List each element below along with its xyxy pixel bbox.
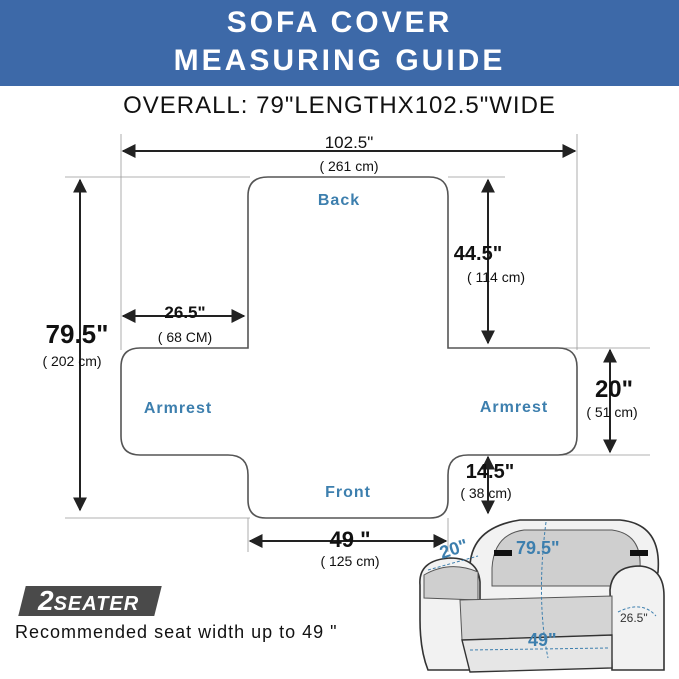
seater-number: 2 [38,585,54,616]
length-label: 79.5" [46,319,109,349]
illustration-back-label: 79.5" [516,538,560,558]
arm-depth-label: 20" [595,376,633,403]
front-region-label: Front [325,484,371,501]
front-depth-cm-label: ( 38 cm) [460,485,511,501]
header-banner: SOFA COVER MEASURING GUIDE [0,0,679,86]
header-title-line2: MEASURING GUIDE [173,44,506,77]
overall-dimensions: OVERALL: 79"LENGTHX102.5"WIDE [123,92,556,119]
length-cm-label: ( 202 cm) [42,353,101,369]
back-depth-label: 44.5" [454,243,502,265]
back-region-label: Back [318,192,360,209]
illustration-arm-label: 20" [437,535,470,563]
recommendation-text: Recommended seat width up to 49 " [15,622,338,642]
seater-word: SEATER [53,593,140,615]
arm-width-cm-label: ( 68 CM) [158,329,212,345]
arm-depth-cm-label: ( 51 cm) [586,404,637,420]
illustration-seat-label: 49" [528,630,557,650]
seater-badge-text: 2SEATER [38,586,139,621]
left-armrest-label: Armrest [144,400,212,417]
header-title-line1: SOFA COVER [226,6,453,39]
back-depth-cm-label: ( 114 cm) [467,269,525,285]
front-depth-label: 14.5" [466,461,514,483]
seat-width-label: 49 " [329,527,370,552]
cover-outline [120,176,578,519]
seat-width-cm-label: ( 125 cm) [320,553,379,569]
right-armrest-label: Armrest [480,399,548,416]
arm-width-label: 26.5" [164,303,205,322]
sofa-illustration: 20" 79.5" 49" 26.5" [419,519,665,673]
width-label: 102.5" [325,133,374,152]
illustration-side-label: 26.5" [620,611,648,625]
width-cm-label: ( 261 cm) [319,158,378,174]
